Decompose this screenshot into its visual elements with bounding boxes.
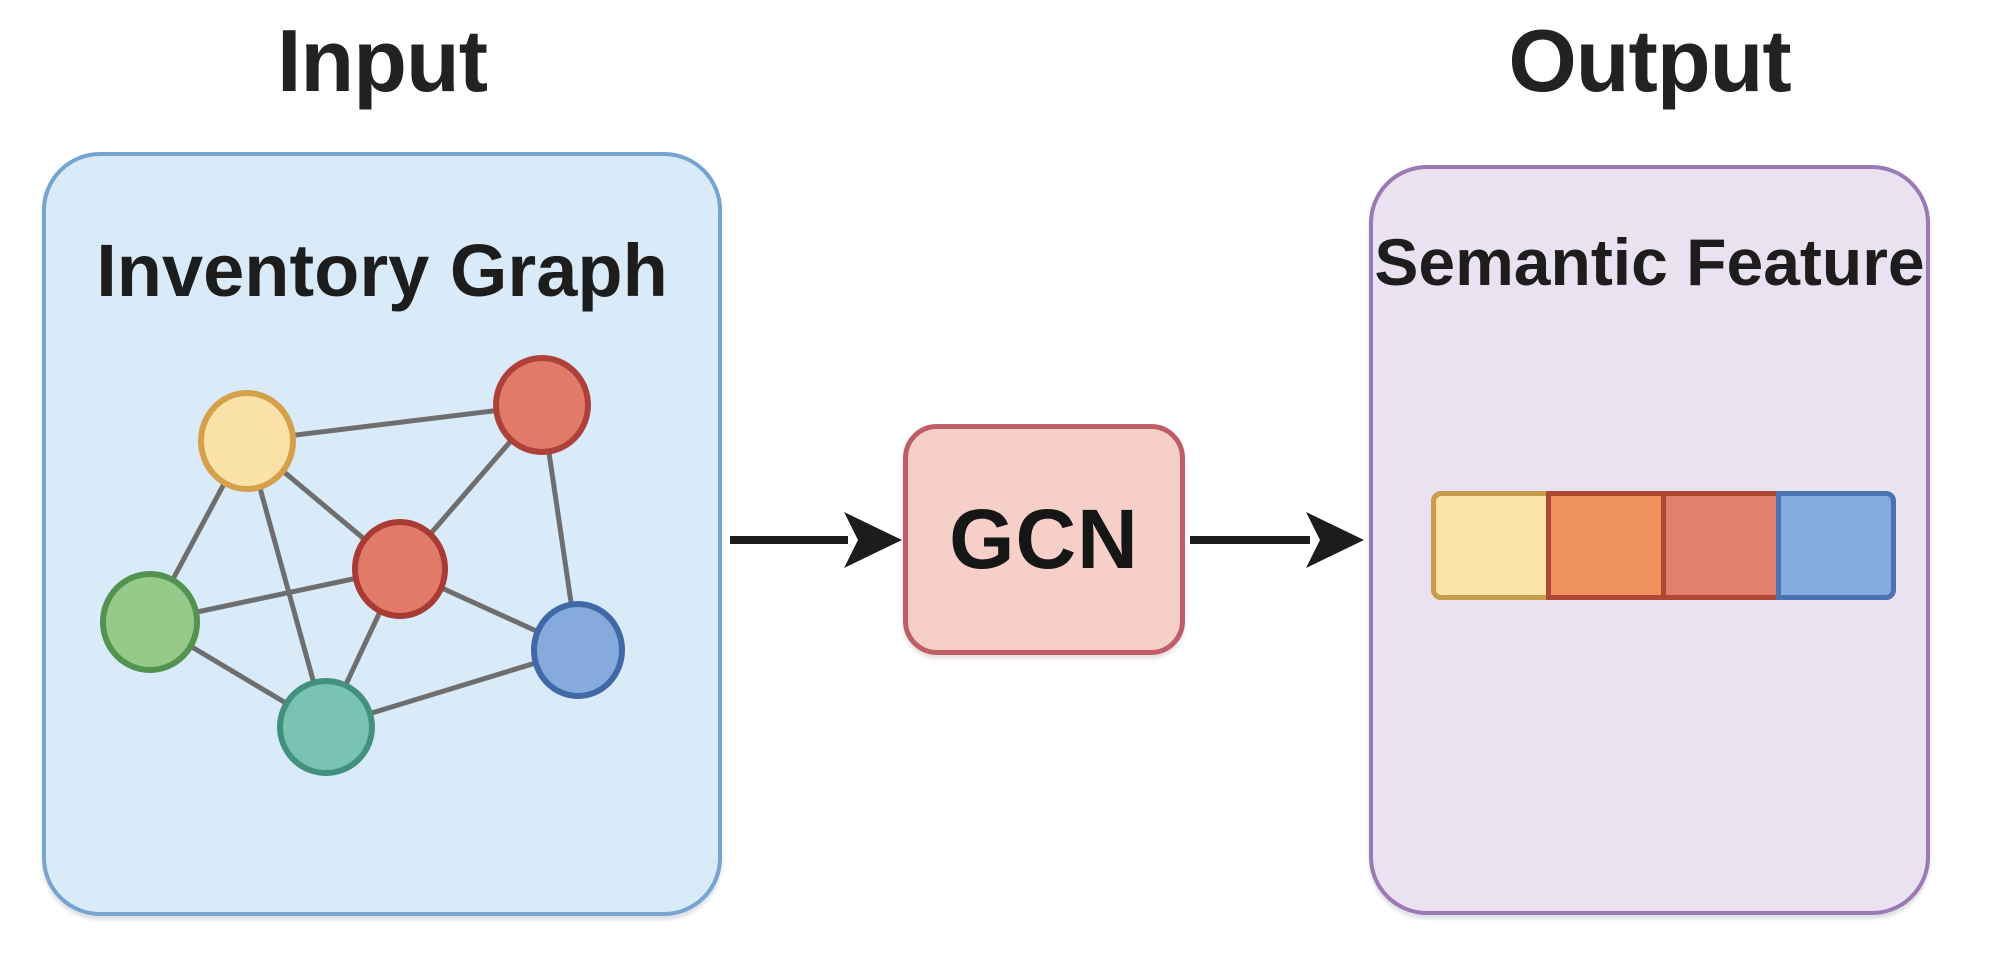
feature-vector — [1431, 491, 1896, 600]
gcn-label: GCN — [949, 492, 1139, 586]
output-title: Output — [1508, 11, 1791, 110]
arrow-input-to-gcn-head — [844, 512, 902, 568]
graph-node-blue — [531, 601, 625, 699]
graph-edge-yellow-red-top — [246, 402, 543, 444]
graph-node-yellow — [198, 390, 296, 492]
inventory-graph-label: Inventory Graph — [96, 229, 668, 312]
inventory-graph-panel — [42, 152, 722, 916]
graph-node-red-top — [493, 355, 591, 455]
gcn-box: GCN — [903, 424, 1185, 655]
feature-cell-blue — [1776, 491, 1896, 600]
feature-cell-yellow — [1431, 491, 1551, 600]
feature-cell-salmon — [1661, 491, 1781, 600]
semantic-feature-label: Semantic Feature — [1374, 225, 1925, 299]
graph-node-red-center — [352, 519, 448, 619]
graph-node-green — [100, 571, 200, 673]
arrow-gcn-to-output-head — [1306, 512, 1364, 568]
graph-node-teal — [277, 678, 375, 776]
input-title: Input — [276, 11, 488, 110]
feature-cell-orange — [1546, 491, 1666, 600]
